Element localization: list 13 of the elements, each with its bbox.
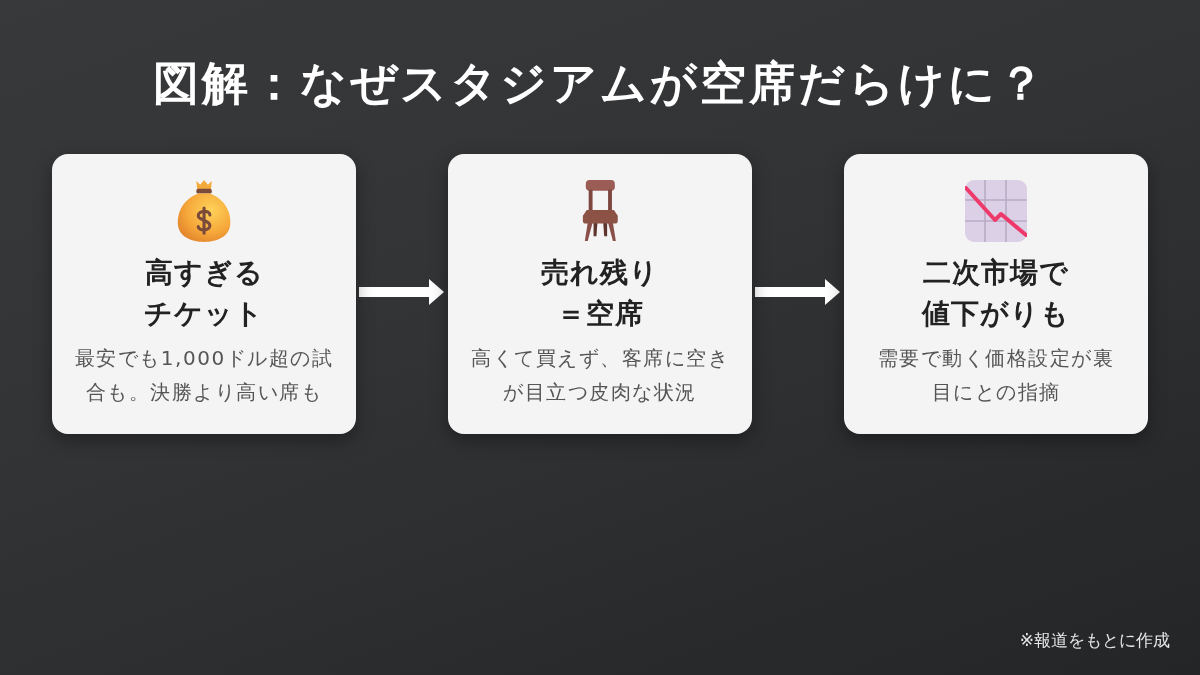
card-text: 需要で動く価格設定が裏目にとの指摘 bbox=[876, 345, 1116, 406]
step-card bbox=[52, 154, 356, 434]
card-heading: 高すぎるチケット bbox=[143, 255, 265, 332]
step-card bbox=[844, 154, 1148, 434]
card-text: 高くて買えず、客席に空きが目立つ皮肉な状況 bbox=[470, 345, 730, 406]
card-text: 最安でも1,000ドル超の試合も。決勝より高い席も bbox=[73, 345, 335, 406]
card-heading: 二次市場で値下がりも bbox=[920, 255, 1071, 332]
footnote: ※報道をもとに作成 bbox=[1019, 629, 1170, 652]
title: 図解：なぜスタジアムが空席だらけに？ bbox=[153, 55, 1047, 112]
step-card bbox=[448, 154, 752, 434]
arrow bbox=[755, 279, 840, 305]
card-heading: 売れ残り＝空席 bbox=[540, 255, 660, 332]
arrow bbox=[359, 279, 444, 305]
